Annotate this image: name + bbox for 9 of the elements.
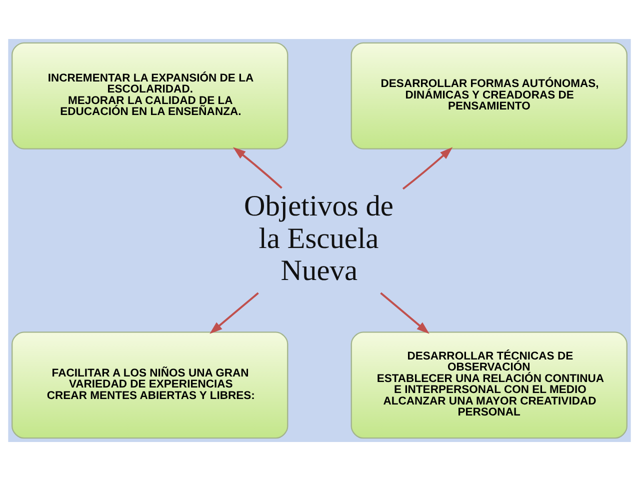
node-box: INCREMENTAR LA EXPANSIÓN DE LA ESCOLARIDAD. MEJORAR LA CALIDAD DE LA EDUCACIÓN EN LA ENSEÑANZA. <box>12 42 288 149</box>
node-box: DESARROLLAR FORMAS AUTÓNOMAS, DINÁMICAS Y CREADORAS DE PENSAMIENTO <box>350 42 628 149</box>
arrow <box>232 146 282 188</box>
node-box: FACILITAR A LOS NIÑOS UNA GRAN VARIEDAD DE EXPERIENCIAS CREAR MENTES ABIERTAS Y LIBRES: <box>12 331 288 438</box>
node-text: Objetivos de la Escuela Nueva <box>244 190 394 287</box>
arrow <box>210 292 259 334</box>
arrow <box>380 292 430 334</box>
arrow <box>402 146 453 190</box>
node-box: DESARROLLAR TÉCNICAS DE OBSERVACIÓN ESTABLECER UNA RELACIÓN CONTINUA E INTERPERSONAL CON EL MEDIO ALCANZAR UNA MAYOR CREATIVIDAD PERSONAL <box>350 331 628 438</box>
